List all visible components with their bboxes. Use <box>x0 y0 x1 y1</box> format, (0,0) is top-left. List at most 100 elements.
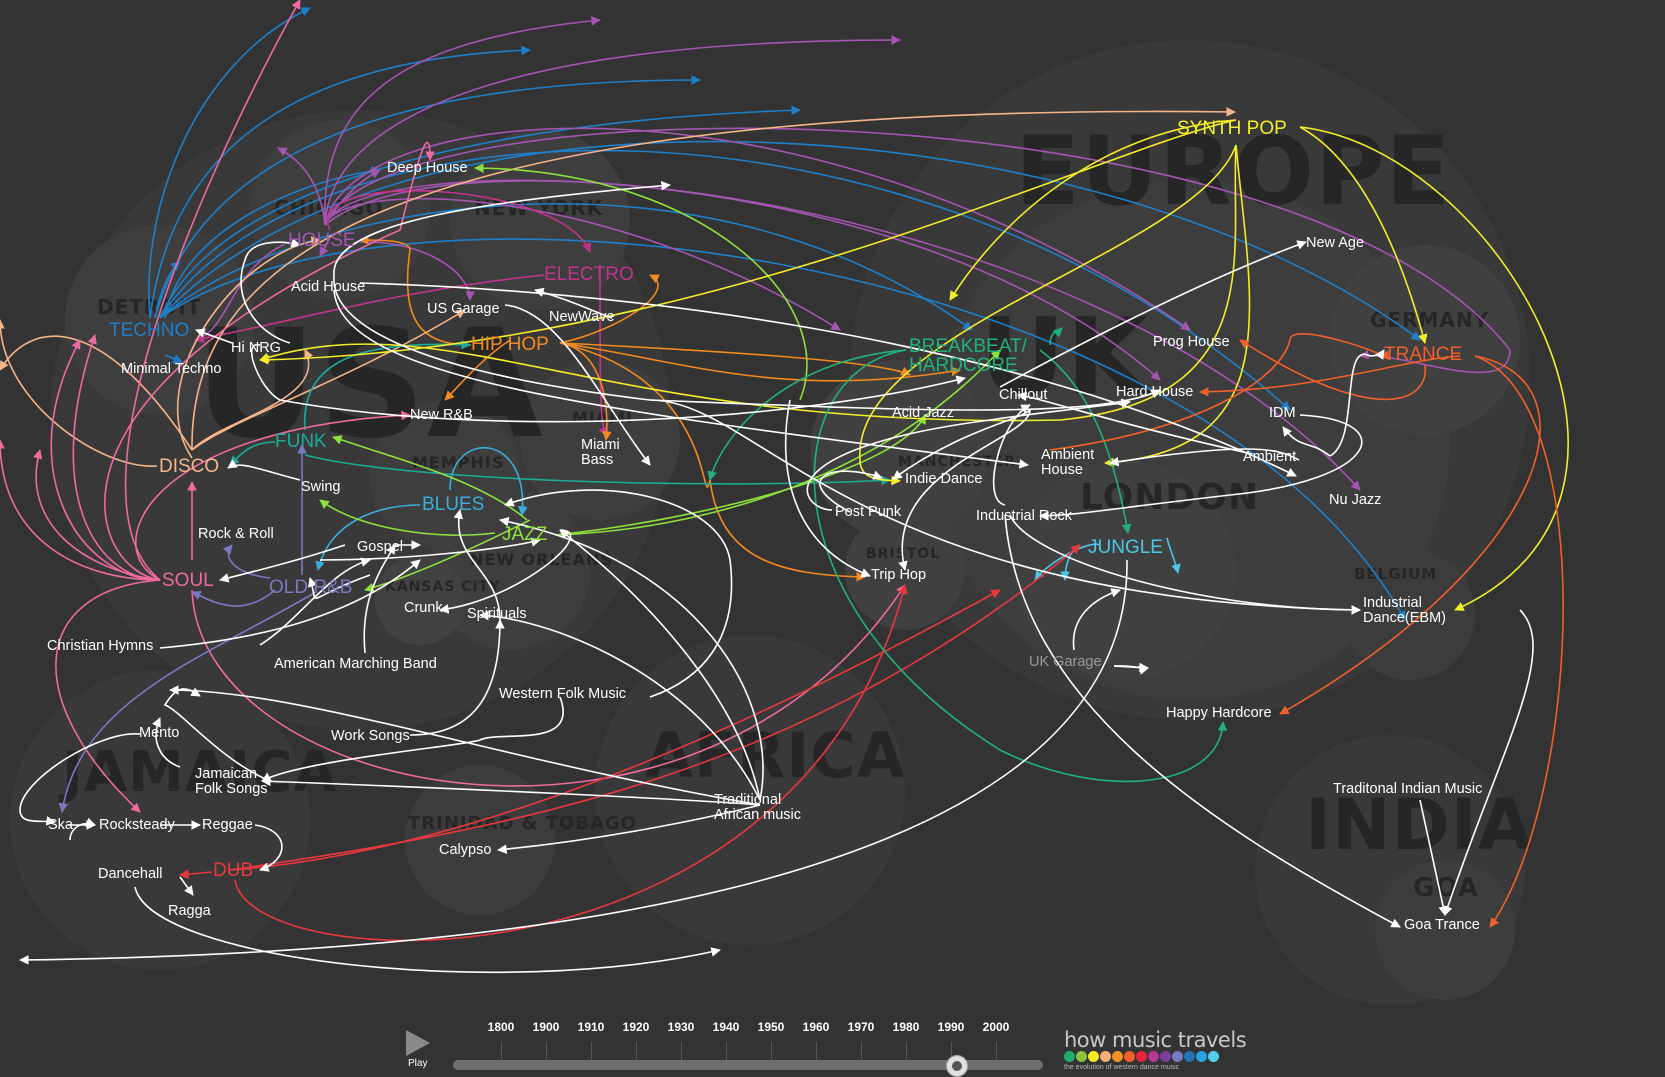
genre-node-trance[interactable]: TRANCE <box>1384 345 1462 364</box>
genre-node-old-rnb[interactable]: OLD R&B <box>269 578 352 597</box>
year-tick-1930[interactable]: 1930 <box>667 1020 695 1034</box>
genre-node-christian-hymns[interactable]: Christian Hymns <box>47 639 153 654</box>
influence-link <box>497 804 761 854</box>
influence-link <box>439 529 572 614</box>
genre-node-ragga[interactable]: Ragga <box>168 904 211 919</box>
genre-node-prog-house[interactable]: Prog House <box>1153 335 1230 350</box>
genre-node-work-songs[interactable]: Work Songs <box>331 729 410 744</box>
year-tick-1900[interactable]: 1900 <box>532 1020 560 1034</box>
year-tick-1800[interactable]: 1800 <box>487 1020 515 1034</box>
genre-node-soul[interactable]: SOUL <box>162 571 214 590</box>
genre-label: IDM <box>1269 405 1296 421</box>
influence-link <box>364 519 531 593</box>
influence-link <box>1443 609 1534 916</box>
timeline-slider-handle[interactable] <box>946 1055 968 1077</box>
genre-node-newwave[interactable]: NewWave <box>549 310 615 325</box>
genre-node-trip-hop[interactable]: Trip Hop <box>871 568 926 583</box>
genre-node-crunk[interactable]: Crunk <box>404 601 443 616</box>
genre-label-line2: Folk Songs <box>195 780 268 797</box>
influence-link <box>1109 448 1300 467</box>
genre-label: BREAKBEAT/ <box>909 336 1027 357</box>
genre-node-industrial-rock[interactable]: Industrial Rock <box>976 509 1072 524</box>
genre-node-acid-jazz[interactable]: Acid Jazz <box>892 406 954 421</box>
logo-dot <box>1160 1051 1171 1062</box>
genre-node-synth-pop[interactable]: SYNTH POP <box>1177 119 1287 138</box>
genre-node-house[interactable]: HOUSE <box>288 231 356 250</box>
influence-link <box>191 309 466 451</box>
genre-node-disco[interactable]: DISCO <box>159 457 219 476</box>
year-tick-1970[interactable]: 1970 <box>847 1020 875 1034</box>
influence-link <box>259 119 1237 365</box>
genre-node-minimal-techno[interactable]: Minimal Techno <box>121 362 221 377</box>
influence-link <box>319 237 331 257</box>
genre-node-traditional-indian-music[interactable]: Traditonal Indian Music <box>1333 782 1482 797</box>
genre-node-jungle[interactable]: JUNGLE <box>1088 538 1163 557</box>
genre-node-happy-hardcore[interactable]: Happy Hardcore <box>1166 706 1272 721</box>
genre-label: Ambient <box>1041 447 1095 463</box>
influence-link <box>333 180 671 276</box>
year-tick-2000[interactable]: 2000 <box>982 1020 1010 1034</box>
genre-node-uk-garage[interactable]: UK Garage <box>1029 655 1102 670</box>
genre-node-reggae[interactable]: Reggae <box>202 818 253 833</box>
genre-node-calypso[interactable]: Calypso <box>439 843 491 858</box>
genre-node-idm[interactable]: IDM <box>1269 406 1296 421</box>
genre-node-breakbeat-hardcore[interactable]: BREAKBEAT/HARDCORE <box>909 337 1027 375</box>
genre-node-chillout[interactable]: Chillout <box>999 388 1047 403</box>
play-label[interactable]: Play <box>408 1058 428 1069</box>
influence-link <box>307 574 371 599</box>
genre-node-dancehall[interactable]: Dancehall <box>98 867 163 882</box>
genre-node-us-garage[interactable]: US Garage <box>427 302 500 317</box>
year-tick-1920[interactable]: 1920 <box>622 1020 650 1034</box>
genre-node-hard-house[interactable]: Hard House <box>1116 385 1193 400</box>
timeline-slider[interactable] <box>453 1060 1043 1070</box>
genre-node-ska[interactable]: Ska <box>48 818 73 833</box>
genre-node-mento[interactable]: Mento <box>139 726 179 741</box>
region-label-usa: USA <box>195 298 544 472</box>
genre-label-line2: Bass <box>581 451 614 468</box>
genre-node-electro[interactable]: ELECTRO <box>544 265 634 284</box>
play-icon[interactable] <box>406 1030 430 1056</box>
influence-link <box>164 354 183 364</box>
year-tick-line <box>546 1042 547 1060</box>
genre-node-rock-roll[interactable]: Rock & Roll <box>198 527 274 542</box>
year-tick-1950[interactable]: 1950 <box>757 1020 785 1034</box>
genre-node-acid-house[interactable]: Acid House <box>291 280 365 295</box>
genre-node-hi-nrg[interactable]: Hi NRG <box>231 341 281 356</box>
genre-node-new-rnb[interactable]: New R&B <box>410 408 473 423</box>
year-tick-1990[interactable]: 1990 <box>937 1020 965 1034</box>
year-tick-1940[interactable]: 1940 <box>712 1020 740 1034</box>
genre-node-deep-house[interactable]: Deep House <box>387 161 468 176</box>
influence-link <box>449 446 528 516</box>
genre-node-new-age[interactable]: New Age <box>1306 236 1364 251</box>
genre-node-funk[interactable]: FUNK <box>275 432 327 451</box>
genre-node-goa-trance[interactable]: Goa Trance <box>1404 918 1480 933</box>
genre-node-dub[interactable]: DUB <box>213 861 253 880</box>
genre-node-jazz[interactable]: JAZZ <box>502 525 547 544</box>
genre-node-american-marching-band[interactable]: American Marching Band <box>274 657 437 672</box>
genre-node-post-punk[interactable]: Post Punk <box>835 505 901 520</box>
genre-node-rocksteady[interactable]: Rocksteady <box>99 818 175 833</box>
genre-node-gospel[interactable]: Gospel <box>357 540 403 555</box>
genre-node-western-folk-music[interactable]: Western Folk Music <box>499 687 626 702</box>
influence-link <box>154 75 701 319</box>
genre-node-hip-hop[interactable]: HIP HOP <box>471 335 549 354</box>
influence-link <box>159 105 801 319</box>
year-tick-1980[interactable]: 1980 <box>892 1020 920 1034</box>
genre-node-blues[interactable]: BLUES <box>422 495 484 514</box>
genre-node-ambient[interactable]: Ambient <box>1243 450 1296 465</box>
year-tick-1910[interactable]: 1910 <box>577 1020 605 1034</box>
genre-node-spirituals[interactable]: Spirituals <box>467 607 527 622</box>
genre-node-nu-jazz[interactable]: Nu Jazz <box>1329 493 1381 508</box>
influence-link <box>134 886 721 974</box>
genre-node-indie-dance[interactable]: Indie Dance <box>905 472 982 487</box>
genre-node-techno[interactable]: TECHNO <box>109 321 189 340</box>
genre-node-swing[interactable]: Swing <box>301 480 341 495</box>
year-tick-1960[interactable]: 1960 <box>802 1020 830 1034</box>
